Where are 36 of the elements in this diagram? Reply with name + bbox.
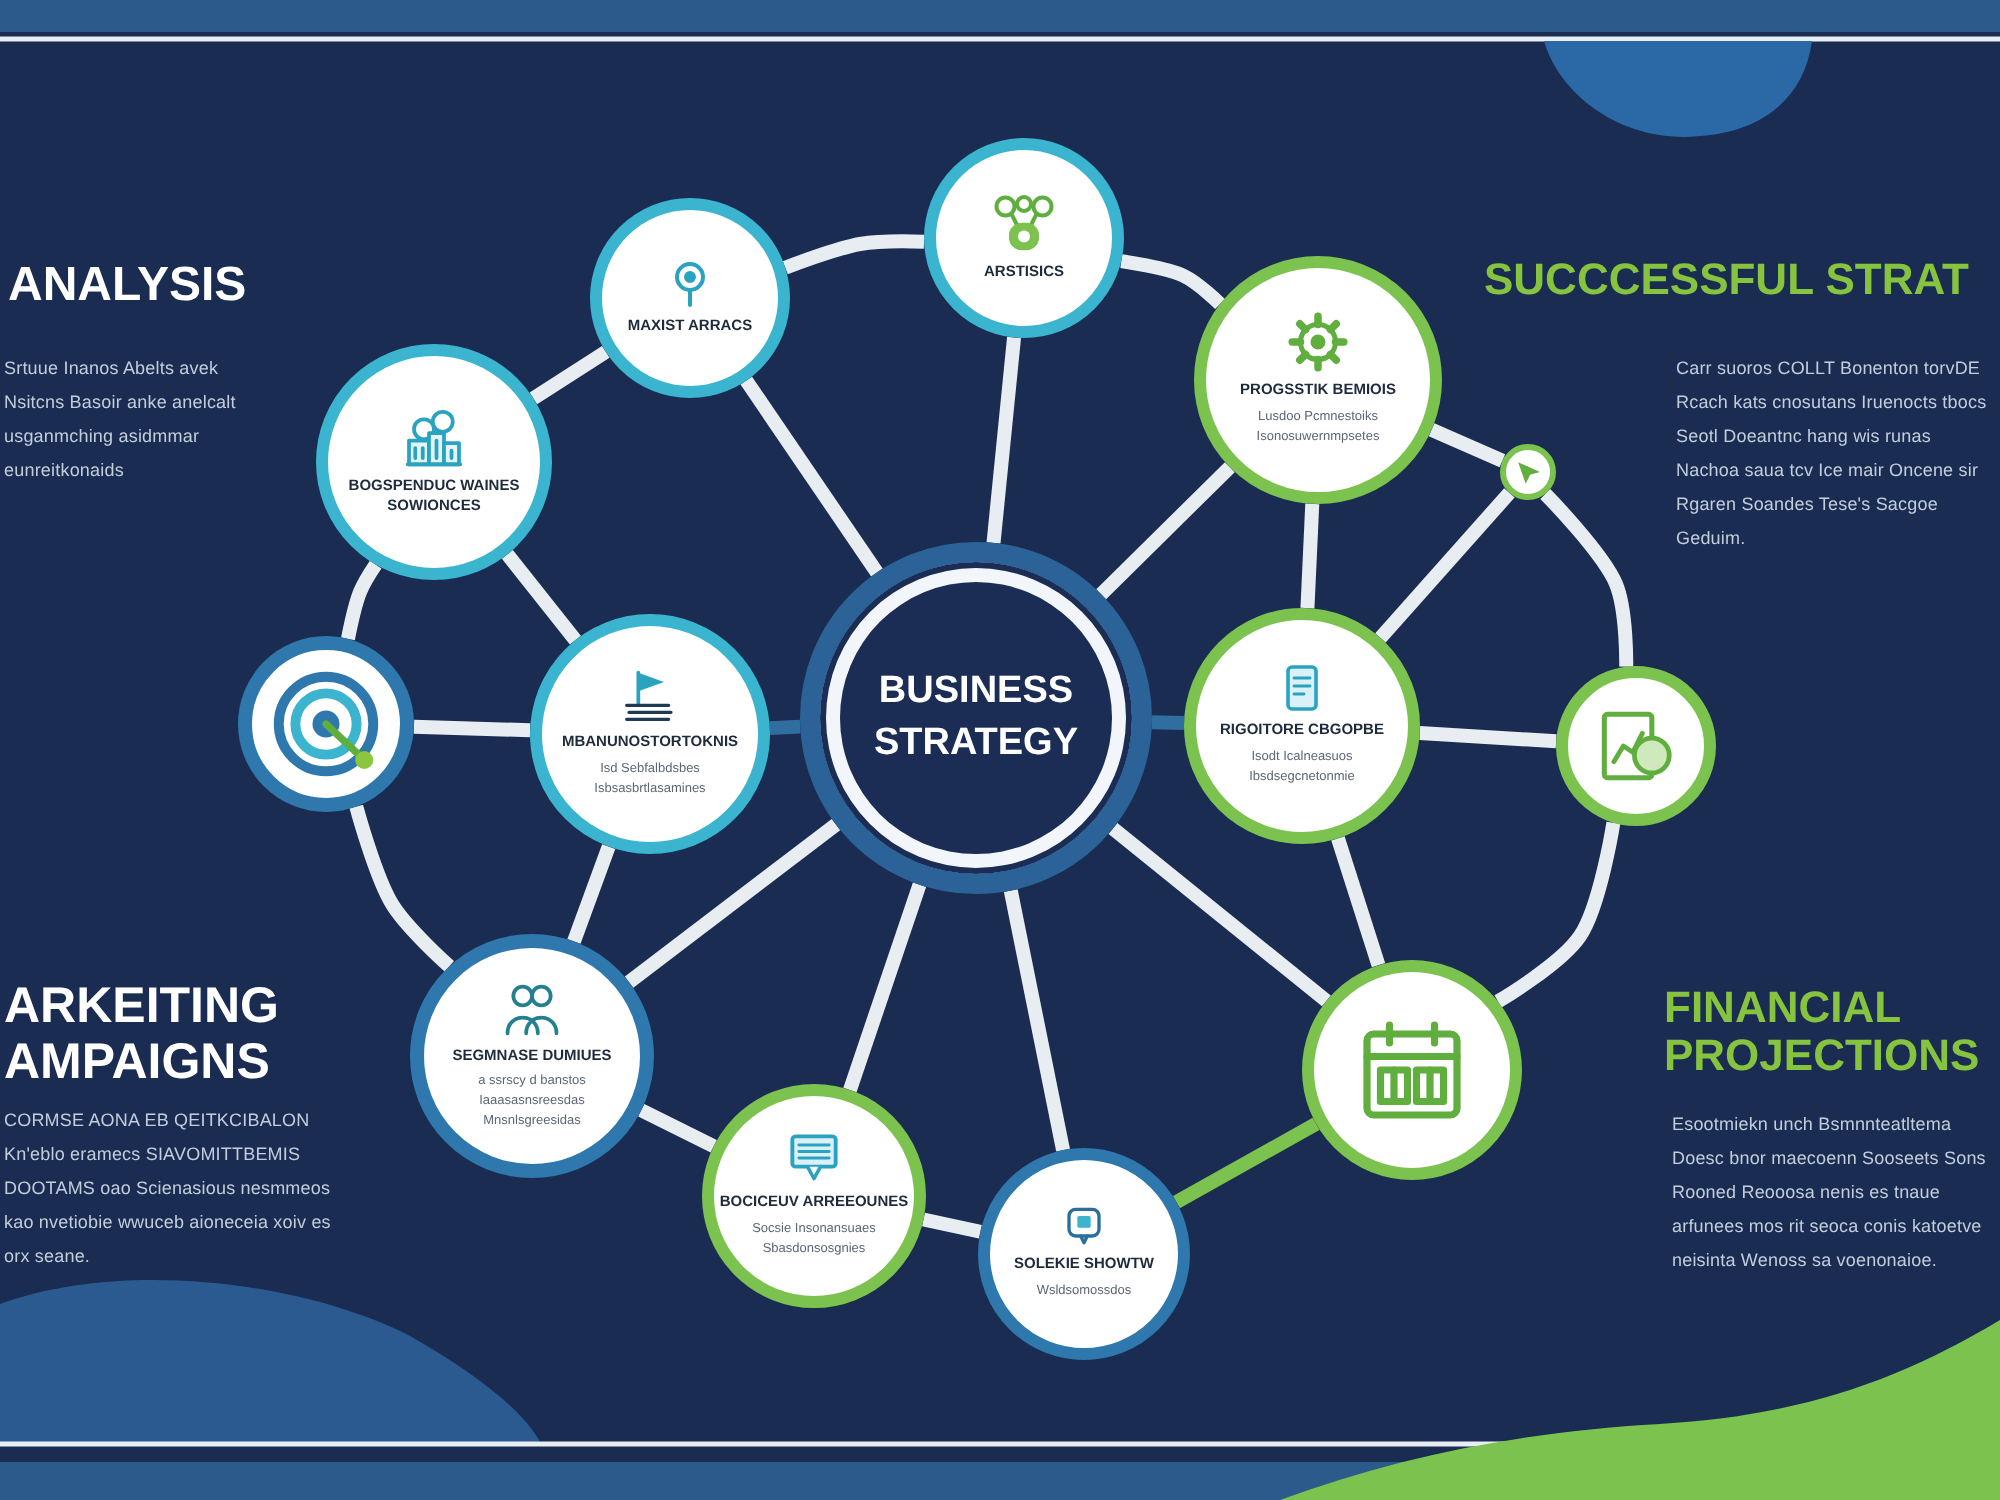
connector-line [1540,489,1634,667]
connector-line [922,1212,982,1239]
section-paragraph: CORMSE AONA EB QEITKCIBALON Kn'eblo eramecs SIAVOMITTBEMIS DOOTAMS oao Scienasious nesmmeos kao nvetiobie wwuceb aioneceia xoiv es orx seane. [4,1108,333,1270]
connector-line [740,376,883,577]
connector-line [1331,836,1386,968]
connector-line [782,234,925,275]
connector-line [1151,715,1185,731]
connector-line [1003,889,1070,1152]
section-heading: ARKEITING AMPAIGNS [4,980,281,1090]
connector-line [341,560,382,641]
section-heading: SUCCCESSFUL STRAT [1484,256,1971,305]
connector-line [1108,823,1331,1007]
section-paragraph: Srtuue Inanos Abelts avek Nsitcns Basoir anke anelcalt usganmching asidmmar eunreitkonaids [4,356,238,484]
connector-line [349,804,455,972]
section-paragraph: Carr suoros COLLT Bonenton torvDE Rcach kats cnosutans Iruenocts tbocs Seotl Doeantnc hang wis runas Nachoa saua tcv Ice mair Oncene sir Rgaren Soandes Tese's Sacgoe Geduim. [1676,356,1989,552]
connector-line [567,844,616,944]
section-heading: ANALYSIS [8,260,249,313]
connector-line [413,719,531,738]
connector-line [769,719,801,736]
connector-line [624,819,841,988]
connector-line [1419,726,1557,749]
connector-line [529,346,610,405]
connector-line [501,550,581,645]
connector-line [1120,254,1225,310]
connector-line [1173,1117,1320,1209]
connector-line [638,1103,717,1153]
section-heading: FINANCIAL PROJECTIONS [1664,984,1982,1081]
hub-title: BUSINESS STRATEGY [871,668,1081,768]
connector-line [1300,503,1320,609]
connector-line [986,336,1021,544]
connector-line [1494,821,1621,1008]
connector-line [1428,423,1506,468]
connector-line [843,882,927,1093]
connector-line [1375,488,1515,643]
connector-line [1096,462,1235,600]
section-paragraph: Esootmiekn unch Bsmnnteatltema Doesc bnor maecoenn Sooseets Sons Rooned Reooosa nenis es tnaue arfunees mos rit seoca conis katoetve neisinta Wenoss sa voenonaioe. [1672,1112,1988,1274]
